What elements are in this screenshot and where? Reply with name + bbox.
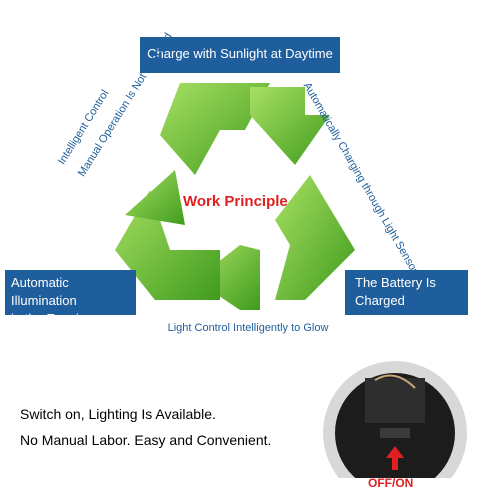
right-box-line1: The Battery Is	[355, 275, 436, 290]
lamp-switch-photo	[323, 361, 467, 478]
battery-charged-box: The Battery Is Charged	[345, 270, 468, 315]
switch-on-note: Switch on, Lighting Is Available.	[20, 406, 216, 422]
recycle-arrows-icon	[115, 83, 355, 310]
daytime-charge-box: Charge with Sunlight at Daytime	[140, 37, 340, 73]
left-box-line2: in the Evening	[11, 311, 94, 326]
evening-illumination-box: Automatic Illumination in the Evening	[5, 270, 136, 326]
arrow-up-icon	[386, 446, 404, 470]
no-manual-labor-note: No Manual Labor. Easy and Convenient.	[20, 432, 272, 448]
glow-control-label: Light Control Intelligently to Glow	[167, 322, 329, 334]
left-box-line1: Automatic Illumination	[11, 275, 77, 308]
work-principle-title: Work Principle	[183, 193, 288, 210]
right-box-line2: Charged	[355, 293, 405, 308]
top-box-label: Charge with Sunlight at Daytime	[147, 46, 333, 61]
off-on-label: OFF/ON	[368, 476, 414, 490]
